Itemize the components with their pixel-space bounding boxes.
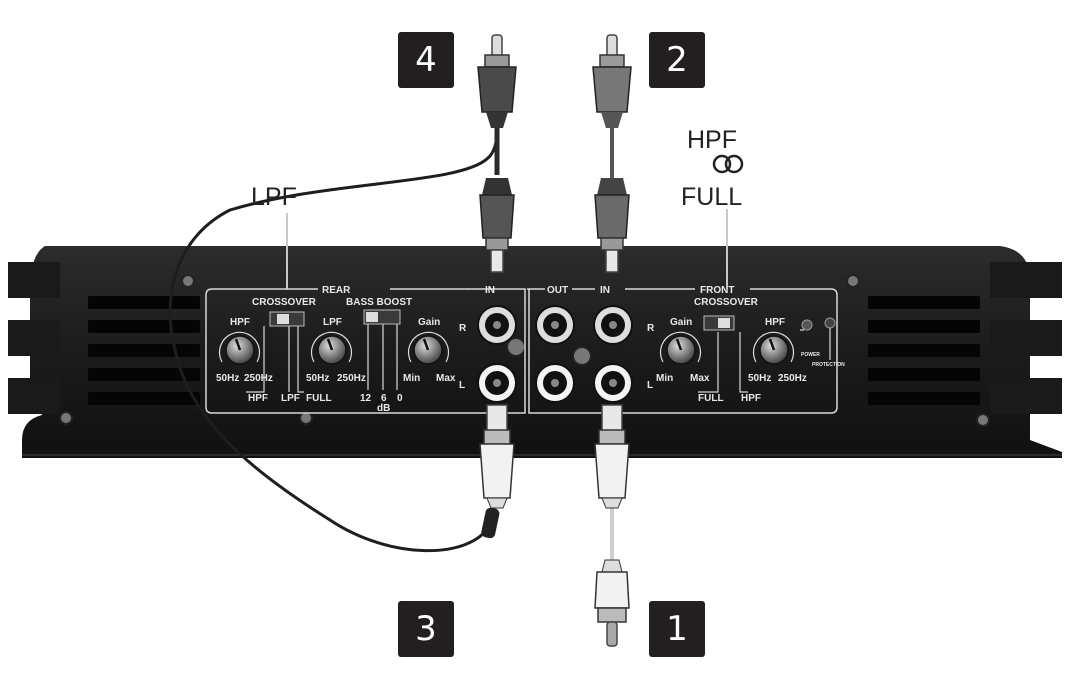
crossover-front-switch[interactable] — [703, 315, 735, 331]
rca-plug-1 — [594, 559, 630, 647]
hpf-full-switch-icon — [712, 154, 744, 174]
db-label: dB — [377, 403, 390, 414]
hpf-rear-label: HPF — [230, 317, 250, 328]
r-right-label: R — [647, 323, 655, 334]
lpf-callout: LPF — [251, 183, 297, 211]
hz50-lpf-label: 50Hz — [306, 373, 329, 384]
hpf-front-label: HPF — [765, 317, 785, 328]
bass-boost-label: BASS BOOST — [346, 297, 412, 308]
power-label: POWER — [801, 352, 820, 358]
crossover-cable-4-to-3 — [168, 129, 499, 553]
hz250-lpf-label: 250Hz — [337, 373, 366, 384]
control-panel — [205, 288, 838, 414]
db6-label: 6 — [381, 393, 387, 404]
max-rear-label: Max — [436, 373, 456, 384]
full-front-label: FULL — [698, 393, 724, 404]
rca-jack-out-r[interactable] — [535, 305, 575, 345]
in-rear-label: IN — [485, 285, 495, 296]
screw-icon — [59, 274, 990, 427]
gain-front-label: Gain — [670, 317, 692, 328]
protection-led-icon — [824, 317, 836, 329]
min-rear-label: Min — [403, 373, 420, 384]
protection-label: PROTECTION — [812, 362, 845, 368]
rca-jack-in-front-r[interactable] — [593, 305, 633, 345]
hz50-front-label: 50Hz — [748, 373, 771, 384]
vent-right — [868, 296, 980, 405]
db12-label: 12 — [360, 393, 372, 404]
rca-plug-2 — [592, 34, 632, 128]
lpf-rear-label: LPF — [323, 317, 342, 328]
rca-plug-4 — [477, 34, 517, 128]
hpf-rear-knob[interactable] — [218, 331, 261, 365]
full-callout: FULL — [681, 183, 743, 211]
rca-plug-in-rear-l — [479, 404, 515, 509]
hpf-front-knob[interactable] — [752, 331, 795, 365]
min-front-label: Min — [656, 373, 673, 384]
l-left-label: L — [459, 380, 465, 391]
switch-full-label: FULL — [306, 393, 332, 404]
power-led-icon — [801, 319, 813, 331]
cable-3-boot — [481, 507, 500, 539]
out-label: OUT — [547, 285, 568, 296]
rca-plug-in-front-l — [594, 404, 630, 509]
rca-jack-out-l[interactable] — [535, 363, 575, 403]
bass-boost-switch[interactable] — [363, 309, 401, 325]
rca-jack-in-front-l[interactable] — [593, 363, 633, 403]
rca-plug-in-rear-r — [479, 178, 515, 273]
crossover-rear-label: CROSSOVER — [252, 297, 317, 308]
gain-rear-knob[interactable] — [407, 331, 450, 365]
connection-badge-4: 4 — [398, 32, 454, 88]
max-front-label: Max — [690, 373, 710, 384]
front-label: FRONT — [700, 285, 734, 296]
rear-label: REAR — [322, 285, 351, 296]
connection-badge-3: 3 — [398, 601, 454, 657]
connection-badge-1: 1 — [649, 601, 705, 657]
crossover-rear-switch[interactable] — [269, 311, 305, 327]
r-left-label: R — [459, 323, 467, 334]
rca-jack-in-rear-r[interactable] — [477, 305, 517, 345]
hz50-rear-label: 50Hz — [216, 373, 239, 384]
hpf-callout: HPF — [687, 126, 737, 154]
crossover-front-label: CROSSOVER — [694, 297, 759, 308]
rca-plug-in-front-r — [594, 178, 630, 273]
in-front-label: IN — [600, 285, 610, 296]
db0-label: 0 — [397, 393, 403, 404]
lpf-rear-knob[interactable] — [310, 331, 353, 365]
amplifier-body — [8, 246, 1062, 458]
hz250-front-label: 250Hz — [778, 373, 807, 384]
switch-lpf-label: LPF — [281, 393, 300, 404]
switch-hpf-label: HPF — [248, 393, 268, 404]
hz250-rear-label: 250Hz — [244, 373, 273, 384]
gain-front-knob[interactable] — [659, 331, 702, 365]
switch-hpf-front-label: HPF — [741, 393, 761, 404]
connection-badge-2: 2 — [649, 32, 705, 88]
l-right-label: L — [647, 380, 653, 391]
gain-rear-label: Gain — [418, 317, 440, 328]
rca-jack-in-rear-l[interactable] — [477, 363, 517, 403]
